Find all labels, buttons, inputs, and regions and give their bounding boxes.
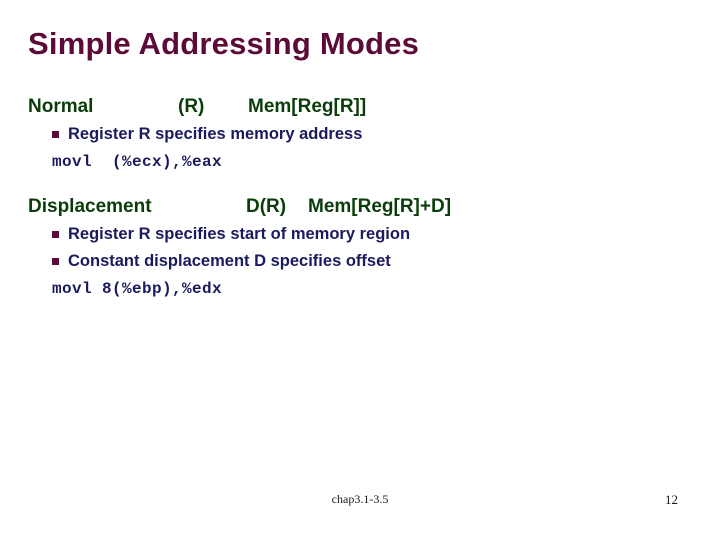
addressing-mode-block-displacement: Displacement D(R) Mem[Reg[R]+D] Register…	[0, 196, 720, 303]
mode-name-displacement: Displacement	[28, 196, 152, 217]
block-spacer	[0, 182, 720, 196]
bullet-item: Constant displacement D specifies offset	[0, 248, 720, 275]
bullet-text: Register R specifies memory address	[68, 125, 363, 143]
square-bullet-icon	[52, 231, 59, 238]
bullet-item: Register R specifies memory address	[0, 121, 720, 148]
square-bullet-icon	[52, 258, 59, 265]
code-snippet: movl 8(%ebp),%edx	[52, 280, 223, 298]
mode-heading-normal: Normal (R) Mem[Reg[R]]	[0, 96, 720, 121]
bullet-item: Register R specifies start of memory reg…	[0, 221, 720, 248]
code-snippet: movl (%ecx),%eax	[52, 153, 223, 171]
footer-page-number: 12	[665, 492, 678, 507]
bullet-text: Constant displacement D specifies offset	[68, 252, 391, 270]
mode-semantics-normal: Mem[Reg[R]]	[248, 96, 367, 117]
mode-semantics-displacement: Mem[Reg[R]+D]	[308, 196, 452, 217]
mode-heading-displacement: Displacement D(R) Mem[Reg[R]+D]	[0, 196, 720, 221]
square-bullet-icon	[52, 131, 59, 138]
bullet-text: Register R specifies start of memory reg…	[68, 225, 411, 243]
slide-footer: chap3.1-3.5 12	[0, 492, 720, 514]
mode-syntax-displacement: D(R)	[246, 196, 287, 217]
mode-name-normal: Normal	[28, 96, 94, 117]
slide-body: Normal (R) Mem[Reg[R]] Register R specif…	[0, 96, 720, 309]
addressing-mode-block-normal: Normal (R) Mem[Reg[R]] Register R specif…	[0, 96, 720, 176]
footer-chapter-label: chap3.1-3.5	[331, 492, 389, 506]
mode-syntax-normal: (R)	[178, 96, 205, 117]
page-title: Simple Addressing Modes	[28, 26, 420, 61]
